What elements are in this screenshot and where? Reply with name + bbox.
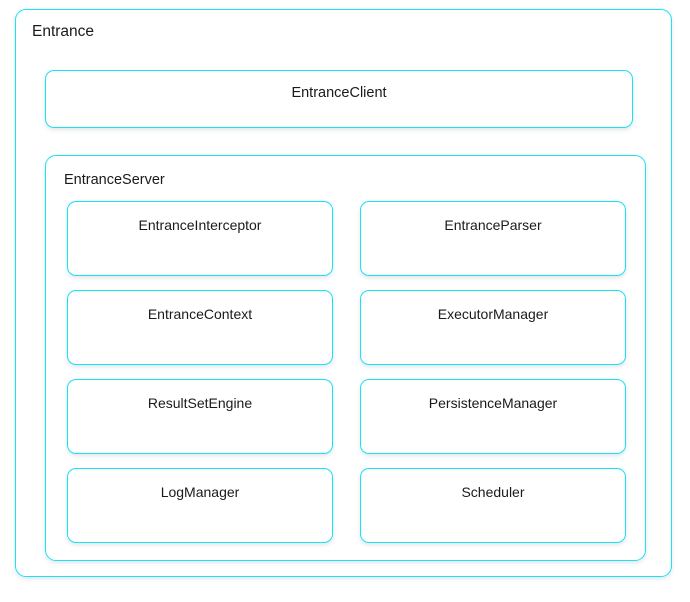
component-box-executor-manager[interactable]: ExecutorManager [360, 290, 626, 365]
entrance-group-title: Entrance [32, 23, 95, 40]
component-box-entrance-context[interactable]: EntranceContext [67, 290, 333, 365]
component-box-scheduler[interactable]: Scheduler [360, 468, 626, 543]
entrance-client-label: EntranceClient [291, 85, 387, 101]
entrance-client-box[interactable]: EntranceClient [45, 70, 633, 128]
component-box-persistence-manager[interactable]: PersistenceManager [360, 379, 626, 454]
component-label: PersistenceManager [428, 395, 558, 411]
component-label: EntranceParser [444, 217, 542, 233]
component-box-entrance-parser[interactable]: EntranceParser [360, 201, 626, 276]
component-box-result-set-engine[interactable]: ResultSetEngine [67, 379, 333, 454]
component-label: EntranceInterceptor [138, 217, 262, 233]
component-label: LogManager [160, 484, 240, 500]
component-label: ExecutorManager [437, 306, 549, 322]
component-label: ResultSetEngine [147, 395, 253, 411]
component-box-log-manager[interactable]: LogManager [67, 468, 333, 543]
component-label: Scheduler [461, 484, 525, 500]
component-box-entrance-interceptor[interactable]: EntranceInterceptor [67, 201, 333, 276]
component-label: EntranceContext [147, 306, 253, 322]
component-grid: EntranceInterceptor EntranceParser Entra… [67, 201, 626, 543]
entrance-group-container: Entrance EntranceClient EntranceServer E… [15, 9, 672, 577]
entrance-server-group-container: EntranceServer EntranceInterceptor Entra… [45, 155, 646, 561]
entrance-server-group-title: EntranceServer [64, 172, 165, 188]
